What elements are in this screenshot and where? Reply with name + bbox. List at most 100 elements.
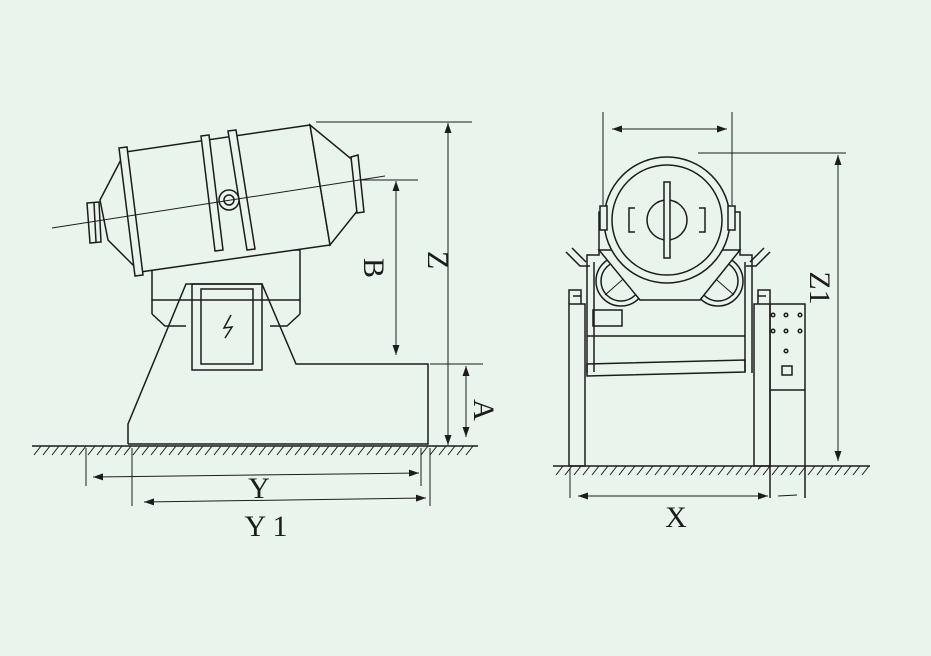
ground-hatch-line bbox=[213, 445, 222, 456]
ground-hatch-line bbox=[465, 445, 474, 456]
ground-hatch-line bbox=[69, 445, 78, 456]
ground-hatch-line bbox=[564, 465, 573, 476]
ground-hatch-line bbox=[366, 445, 375, 456]
dimension-b: B bbox=[357, 179, 418, 355]
ground-hatch-line bbox=[312, 445, 321, 456]
ground-hatch-line bbox=[699, 465, 708, 476]
ground-hatch-line bbox=[177, 445, 186, 456]
ground-hatch-line bbox=[753, 465, 762, 476]
ground-hatch-line bbox=[375, 445, 384, 456]
ground-hatch-line bbox=[96, 445, 105, 456]
ground-hatch-line bbox=[339, 445, 348, 456]
ground-hatch-line bbox=[357, 445, 366, 456]
ground-hatch-line bbox=[816, 465, 825, 476]
ground-hatch-line bbox=[33, 445, 42, 456]
ground-hatch-line bbox=[249, 445, 258, 456]
ground-hatch-line bbox=[834, 465, 843, 476]
side-ground bbox=[32, 445, 478, 456]
ground-hatch-line bbox=[600, 465, 609, 476]
ground-hatch-line bbox=[159, 445, 168, 456]
ground-hatch-line bbox=[276, 445, 285, 456]
ground-hatch-line bbox=[348, 445, 357, 456]
ground-hatch-line bbox=[258, 445, 267, 456]
ground-hatch-line bbox=[681, 465, 690, 476]
label-z1: Z1 bbox=[803, 271, 836, 304]
dimension-a: A bbox=[430, 363, 500, 437]
label-a: A bbox=[467, 399, 500, 421]
ground-hatch-line bbox=[591, 465, 600, 476]
ground-hatch-line bbox=[843, 465, 852, 476]
dimension-top-width bbox=[602, 112, 733, 205]
front-view: Z1 X bbox=[553, 112, 870, 534]
ground-hatch-line bbox=[168, 445, 177, 456]
ground-hatch-line bbox=[150, 445, 159, 456]
ground-hatch-line bbox=[771, 465, 780, 476]
dimension-z1: Z1 bbox=[698, 152, 846, 461]
ground-hatch-line bbox=[114, 445, 123, 456]
ground-hatch-line bbox=[222, 445, 231, 456]
front-drum bbox=[597, 156, 742, 301]
side-base bbox=[127, 283, 429, 445]
ground-hatch-line bbox=[78, 445, 87, 456]
ground-hatch-line bbox=[204, 445, 213, 456]
ground-hatch-line bbox=[384, 445, 393, 456]
ground-hatch-line bbox=[582, 465, 591, 476]
ground-hatch-line bbox=[60, 445, 69, 456]
dimension-y1: Y 1 bbox=[143, 494, 427, 543]
side-view: Z B A Y Y 1 bbox=[32, 121, 500, 543]
front-ground bbox=[553, 465, 870, 476]
ground-hatch-line bbox=[789, 465, 798, 476]
ground-hatch-line bbox=[627, 465, 636, 476]
label-x: X bbox=[665, 501, 687, 534]
ground-hatch-line bbox=[393, 445, 402, 456]
ground-hatch-line bbox=[744, 465, 753, 476]
ground-hatch-line bbox=[87, 445, 96, 456]
ground-hatch-line bbox=[186, 445, 195, 456]
ground-hatch-line bbox=[105, 445, 114, 456]
ground-hatch-line bbox=[735, 465, 744, 476]
side-drum bbox=[51, 123, 386, 277]
ground-hatch-line bbox=[132, 445, 141, 456]
ground-hatch-line bbox=[555, 465, 564, 476]
ground-hatch-line bbox=[861, 465, 870, 476]
ground-hatch-line bbox=[231, 445, 240, 456]
ground-hatch-line bbox=[267, 445, 276, 456]
ground-hatch-line bbox=[825, 465, 834, 476]
ground-hatch-line bbox=[636, 465, 645, 476]
ground-hatch-line bbox=[852, 465, 861, 476]
label-y1: Y 1 bbox=[244, 510, 287, 543]
ground-hatch-line bbox=[645, 465, 654, 476]
ground-hatch-line bbox=[285, 445, 294, 456]
label-z: Z bbox=[421, 251, 454, 269]
ground-hatch-line bbox=[456, 445, 465, 456]
ground-hatch-line bbox=[42, 445, 51, 456]
ground-hatch-line bbox=[195, 445, 204, 456]
ground-hatch-line bbox=[429, 445, 438, 456]
ground-hatch-line bbox=[762, 465, 771, 476]
ground-hatch-line bbox=[420, 445, 429, 456]
dimension-y: Y bbox=[85, 448, 431, 506]
ground-hatch-line bbox=[330, 445, 339, 456]
ground-hatch-line bbox=[438, 445, 447, 456]
ground-hatch-line bbox=[240, 445, 249, 456]
ground-hatch-line bbox=[402, 445, 411, 456]
dimension-x: X bbox=[569, 468, 798, 534]
ground-hatch-line bbox=[303, 445, 312, 456]
ground-hatch-line bbox=[663, 465, 672, 476]
ground-hatch-line bbox=[780, 465, 789, 476]
lightning-icon bbox=[222, 314, 234, 339]
ground-hatch-line bbox=[447, 445, 456, 456]
ground-hatch-line bbox=[321, 445, 330, 456]
ground-hatch-line bbox=[141, 445, 150, 456]
ground-hatch-line bbox=[51, 445, 60, 456]
ground-hatch-line bbox=[411, 445, 420, 456]
label-b: B bbox=[357, 258, 390, 278]
front-control-panel bbox=[769, 303, 806, 498]
ground-hatch-line bbox=[123, 445, 132, 456]
side-control-box bbox=[191, 283, 263, 371]
ground-hatch-line bbox=[807, 465, 816, 476]
ground-hatch-line bbox=[690, 465, 699, 476]
ground-hatch-line bbox=[717, 465, 726, 476]
front-legs bbox=[568, 289, 771, 467]
